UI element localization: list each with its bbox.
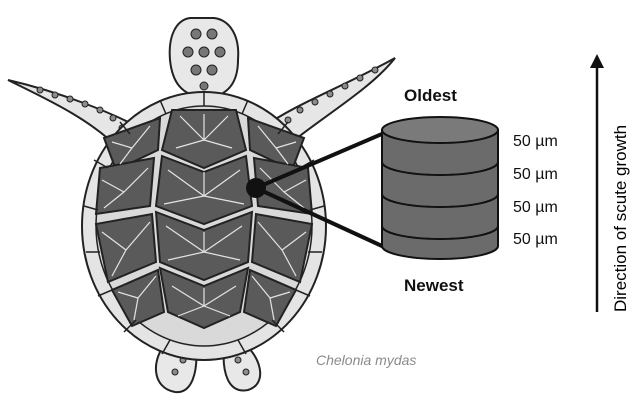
layer-thickness-4: 50 µm	[513, 231, 558, 249]
oldest-label: Oldest	[404, 86, 457, 106]
layer-thickness-2: 50 µm	[513, 166, 558, 184]
growth-direction-label: Direction of scute growth	[611, 125, 631, 312]
newest-label: Newest	[404, 276, 464, 296]
species-label: Chelonia mydas	[316, 352, 416, 368]
sample-dot-icon	[246, 178, 266, 198]
layer-thickness-3: 50 µm	[513, 199, 558, 217]
scute-sample-cylinder	[382, 117, 498, 259]
cylinder-top	[382, 117, 498, 143]
turtle-illustration	[8, 18, 395, 392]
arrow-up-icon	[590, 54, 604, 312]
layer-thickness-1: 50 µm	[513, 133, 558, 151]
